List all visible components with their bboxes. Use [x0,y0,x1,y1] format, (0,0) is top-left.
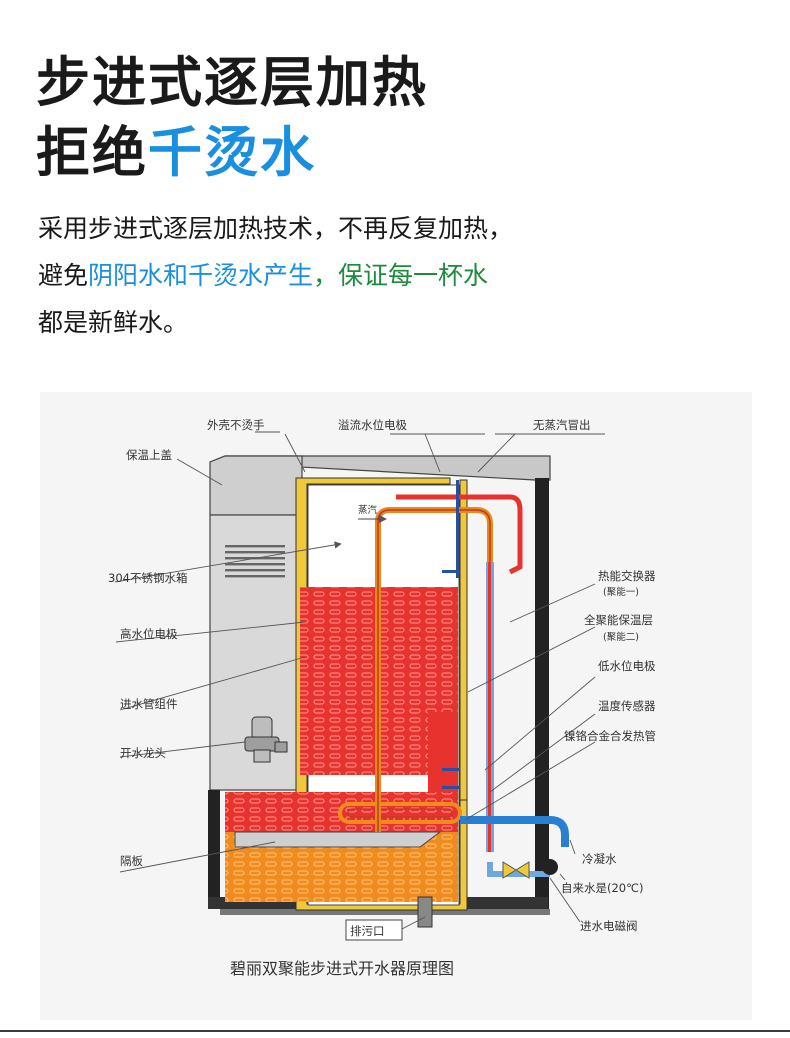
label-partition: 隔板 [120,854,143,868]
description-line1: 采用步进式逐层加热技术，不再反复加热， [38,214,514,243]
label-no-steam: 无蒸汽冒出 [533,418,591,432]
labels-right: 热能交换器 (聚能一) 全聚能保温层 (聚能二) 低水位电极 温度传感器 镍铬合… [561,569,656,933]
label-solenoid-valve: 进水电磁阀 [580,919,638,933]
label-insulation-sub: (聚能二) [603,631,639,643]
label-heat-exchanger-sub: (聚能一) [603,586,639,598]
description-line2-prefix: 避免 [38,261,89,290]
insulation-layer [295,477,468,911]
faucet-icon [244,716,288,763]
label-tap-water: 自来水是(20℃) [561,881,644,895]
label-low-electrode: 低水位电极 [598,659,656,673]
labels-left: 保温上盖 304不锈钢水箱 高水位电极 进水管组件 开水龙头 隔板 [108,448,187,868]
diagram-panel: 蒸汽 [40,392,752,1020]
labels-top: 外壳不烫手 溢流水位电极 无蒸汽冒出 [207,418,591,432]
description-highlight: 阴阳水和千烫水产生 [88,261,314,290]
description-line3: 都是新鲜水。 [38,308,189,337]
leader-lines [114,431,605,931]
label-overflow-electrode: 溢流水位电极 [338,418,407,432]
drain-outlet [417,896,433,928]
inlet-pipe [487,862,550,877]
label-heat-exchanger: 热能交换器 [598,569,656,583]
title-prefix: 拒绝 [36,121,148,184]
diagram-caption: 碧丽双聚能步进式开水器原理图 [230,959,454,978]
boiler-diagram: 蒸汽 [108,418,656,978]
bottom-rule [0,1030,790,1032]
insulation-right [459,479,468,801]
label-heating-tube: 镍铬合金合发热管 [564,729,656,743]
description: 采用步进式逐层加热技术，不再反复加热， 避免阴阳水和千烫水产生，保证每一杯水 都… [38,205,758,346]
label-drain: 排污口 [350,924,385,938]
drain-label-box [345,919,403,941]
heating-tube [338,802,462,824]
label-insulation: 全聚能保温层 [584,613,653,627]
steam-arrow-label: 蒸汽 [358,504,378,516]
steam-pipe [396,494,523,575]
page-title-line2: 拒绝千烫水 [36,122,316,184]
description-comma: ，保证每一杯水 [313,261,489,290]
label-inlet-assembly: 进水管组件 [120,697,178,711]
partition-board [234,831,442,848]
hot-water-side [428,712,458,792]
valve-icon [502,861,517,879]
electrodes [442,480,460,789]
label-high-electrode: 高水位电极 [120,627,178,641]
cold-water-pipe [460,816,569,847]
title-highlight: 千烫水 [148,121,316,184]
solenoid-valve [542,859,558,875]
label-steel-tank: 304不锈钢水箱 [108,571,187,585]
label-faucet: 开水龙头 [120,746,166,760]
description-line2: 避免阴阳水和千烫水产生，保证每一杯水 [38,252,758,299]
label-cool-shell: 外壳不烫手 [207,418,265,432]
page-title-line1: 步进式逐层加热 [36,51,428,114]
label-temp-sensor: 温度传感器 [598,699,656,713]
label-condensate: 冷凝水 [582,852,617,866]
label-top-cover: 保温上盖 [126,448,172,462]
